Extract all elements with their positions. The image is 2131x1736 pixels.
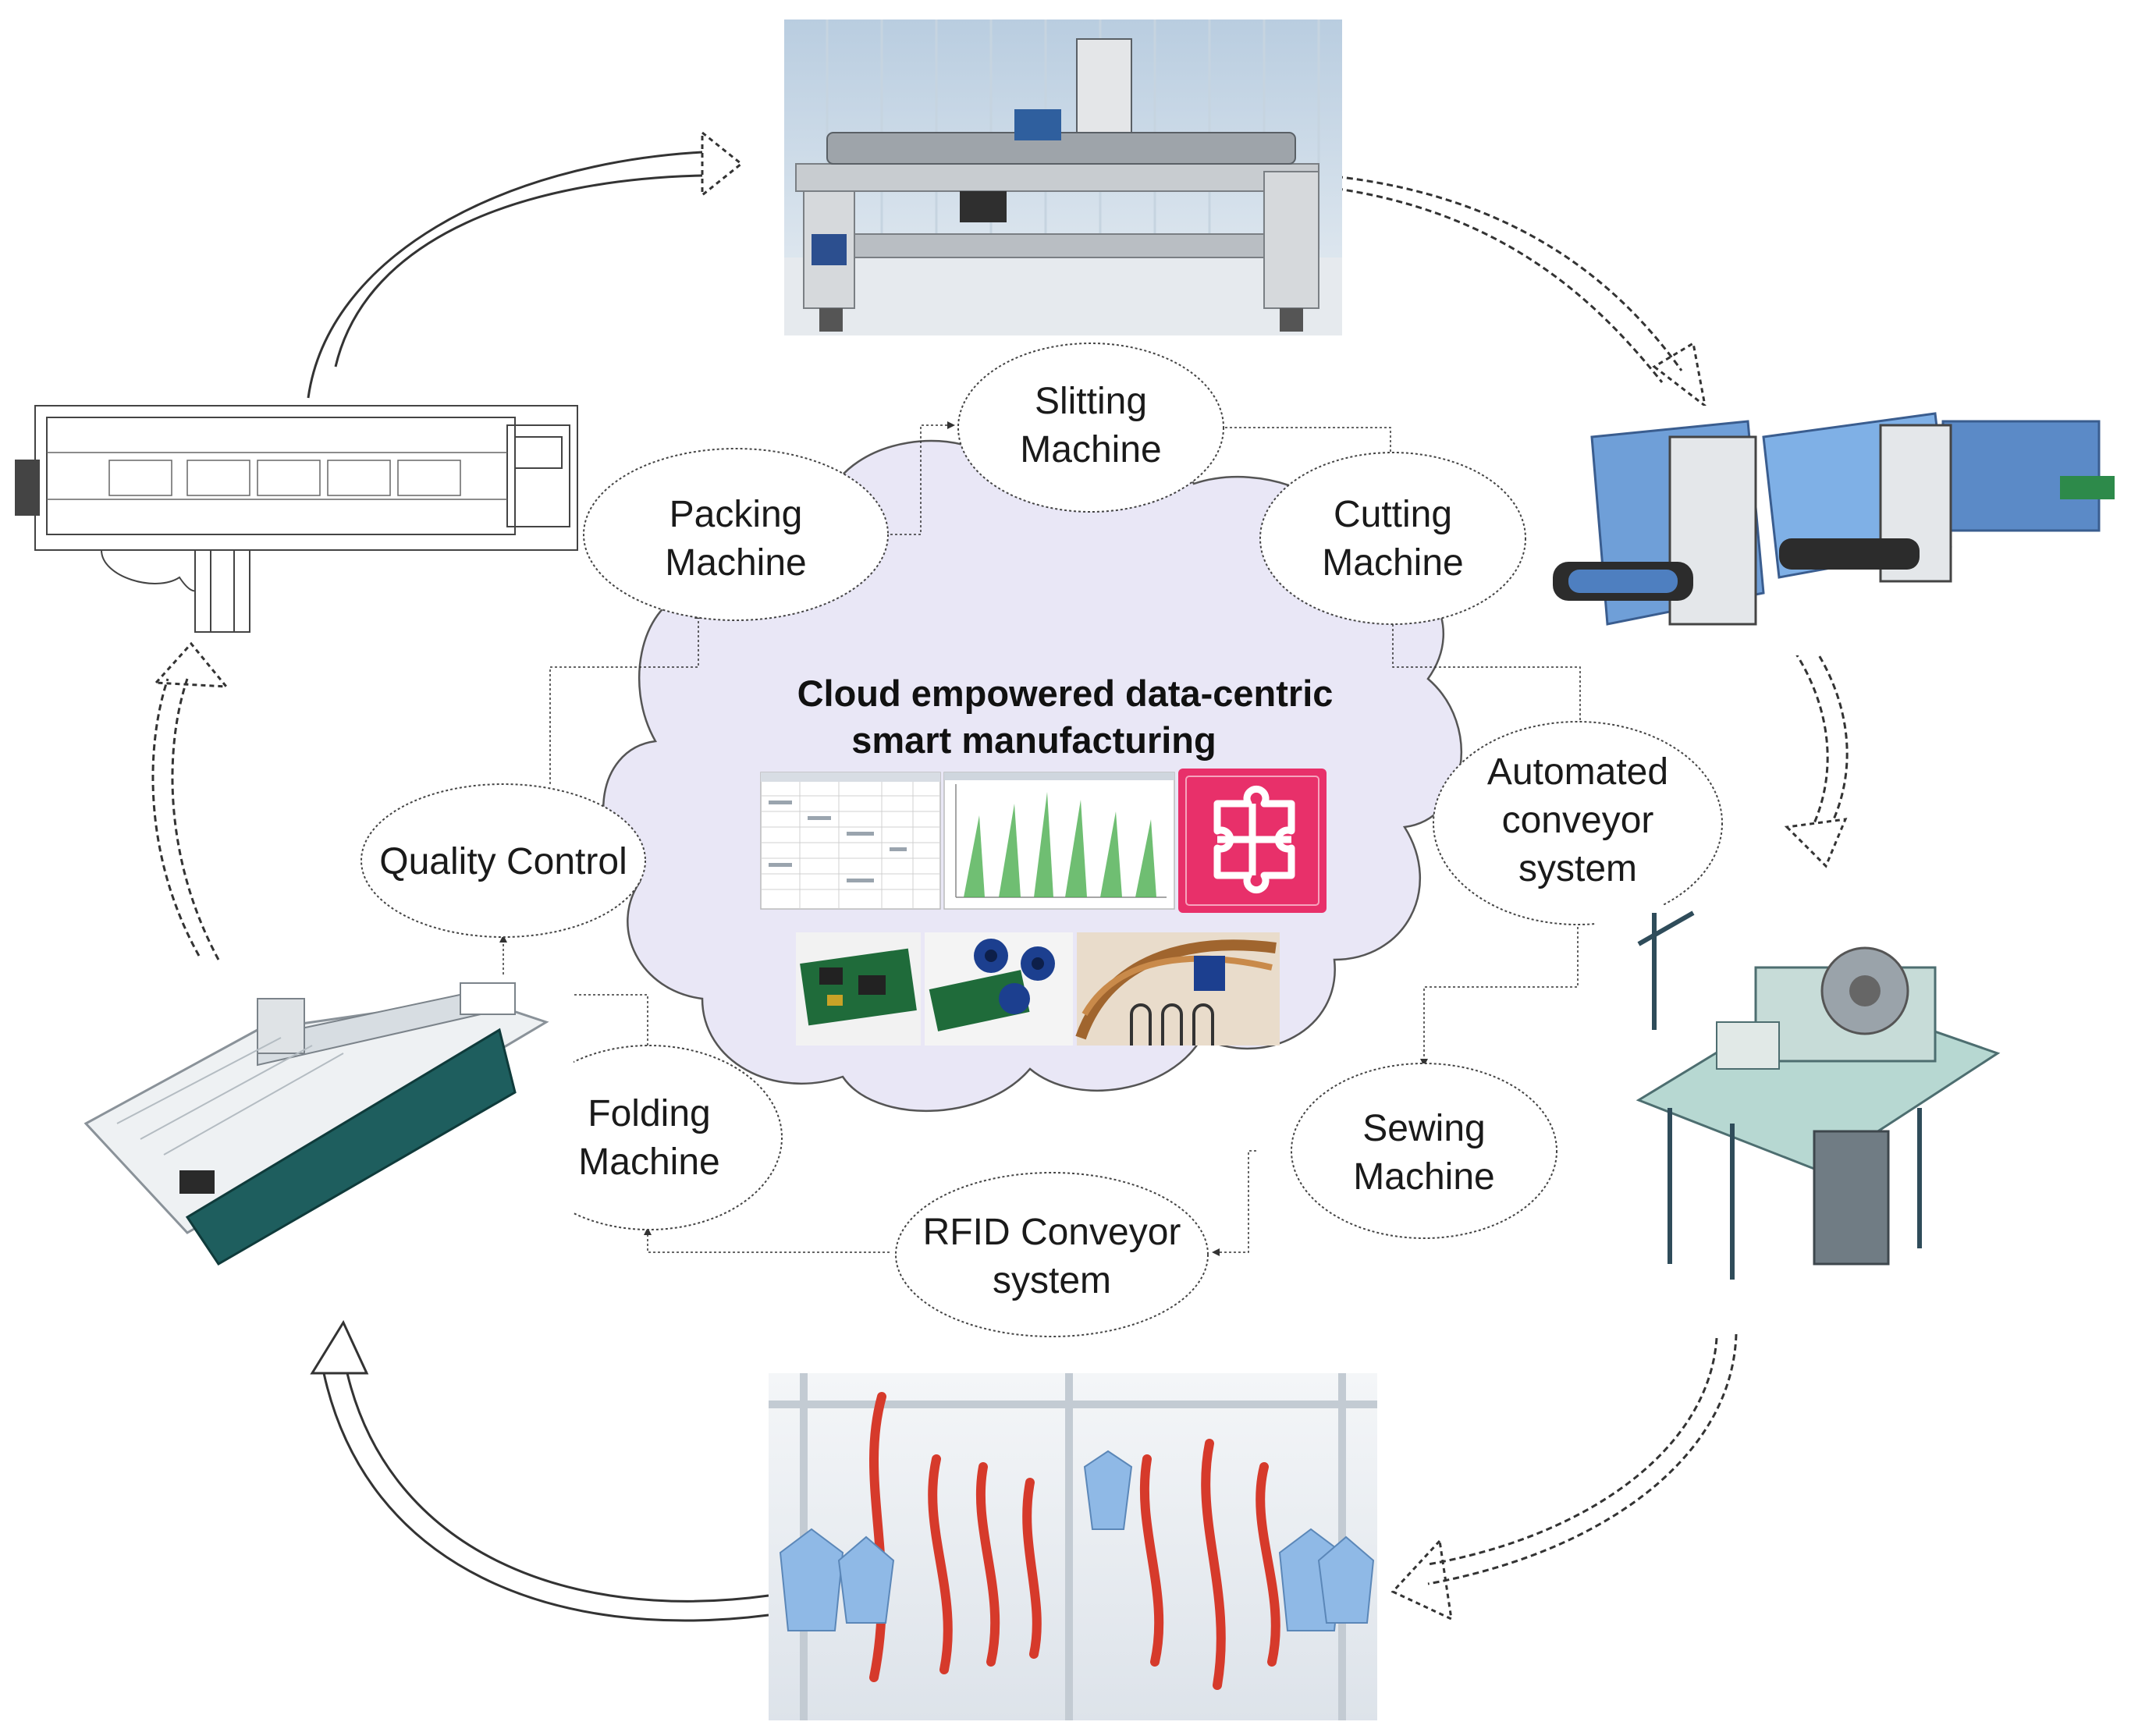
dashboard-table-thumbnail	[760, 772, 941, 910]
connector-rfid-to-folding	[644, 1227, 890, 1253]
arrow-conveyor-to-rfid	[1390, 1333, 1738, 1621]
packing-label-line2: Machine	[665, 542, 806, 584]
puzzle-icon	[1178, 769, 1327, 913]
folding-label-line1: Folding	[588, 1093, 710, 1134]
arrow-rfid-to-folding	[310, 1319, 769, 1622]
cutting-label-line2: Machine	[1322, 542, 1463, 584]
automated-conveyor-photo	[1596, 905, 2103, 1295]
cloud-title-line2: smart manufacturing	[851, 719, 1216, 761]
connector-cutting-to-automated	[1392, 624, 1584, 731]
sewing-label-line2: Machine	[1353, 1156, 1494, 1198]
arrow-folding-to-packing	[151, 641, 229, 960]
automated-label-line3: system	[1518, 848, 1637, 889]
connector-quality-to-packing	[549, 611, 702, 784]
arrow-slitting-to-cutting	[1326, 174, 1707, 409]
connector-lines	[499, 421, 1584, 1256]
node-sewing-machine: Sewing Machine	[1291, 1063, 1557, 1239]
node-quality-control: Quality Control	[360, 783, 646, 938]
node-cutting-machine: Cutting Machine	[1259, 452, 1526, 625]
node-slitting-machine: Slitting Machine	[957, 343, 1224, 513]
connector-folding-to-quality	[499, 935, 648, 1046]
cloud-title-line1: Cloud empowered data-centric	[797, 673, 1334, 714]
automated-label-line2: conveyor	[1502, 800, 1654, 841]
cutting-machine-photo	[1549, 406, 2119, 655]
arrow-cutting-to-conveyor	[1784, 647, 1849, 868]
connector-sewing-to-rfid	[1212, 1150, 1256, 1256]
outer-flow-arrows	[151, 130, 1849, 1622]
node-automated-conveyor-system: Automated conveyor system	[1433, 721, 1723, 925]
node-packing-machine: Packing Machine	[583, 448, 889, 621]
sewing-label-line1: Sewing	[1362, 1108, 1485, 1149]
packing-machine-drawing	[15, 405, 578, 633]
node-rfid-conveyor-system: RFID Conveyor system	[895, 1172, 1209, 1337]
folding-machine-photo	[74, 975, 574, 1272]
circuit-board-thumbnail	[796, 932, 1280, 1046]
quality-control-label: Quality Control	[379, 841, 627, 882]
folding-label-line2: Machine	[578, 1141, 719, 1183]
slitting-label-line1: Slitting	[1035, 381, 1147, 422]
automated-label-line1: Automated	[1487, 751, 1668, 793]
packing-label-line1: Packing	[669, 494, 803, 535]
connector-slitting-to-cutting	[1225, 427, 1394, 463]
rfid-conveyor-photo	[769, 1373, 1377, 1720]
rfid-label-line1: RFID Conveyor	[923, 1212, 1181, 1253]
rfid-label-line2: system	[993, 1260, 1111, 1301]
sensor-chart-thumbnail	[943, 772, 1175, 910]
process-nodes: Slitting Machine Cutting Machine Packing…	[360, 343, 1723, 1337]
connector-packing-to-slitting	[886, 421, 955, 535]
arrow-packing-to-slitting	[307, 130, 744, 399]
slitting-machine-photo	[784, 20, 1342, 335]
connector-automated-to-sewing	[1420, 913, 1579, 1067]
cutting-label-line1: Cutting	[1334, 494, 1452, 535]
node-folding-machine: Folding Machine	[516, 1045, 783, 1230]
slitting-label-line2: Machine	[1020, 429, 1161, 470]
